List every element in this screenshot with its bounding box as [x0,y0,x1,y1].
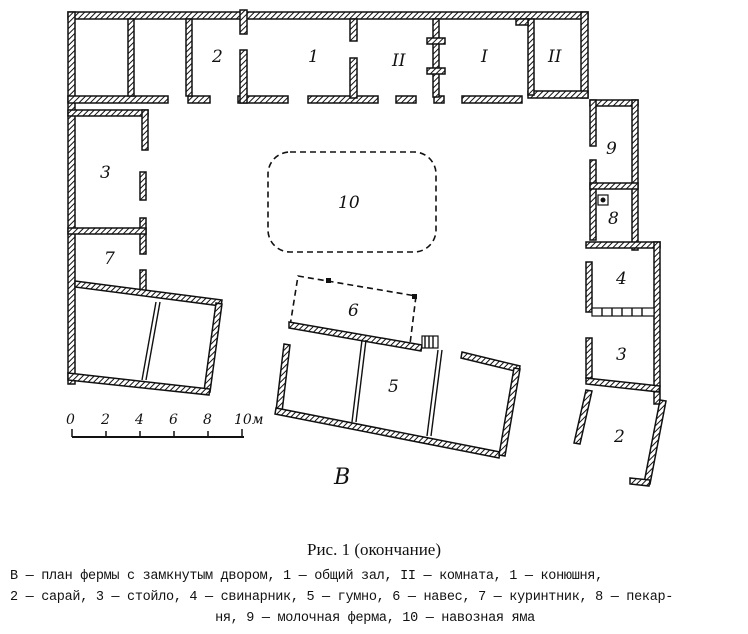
left-wing-inner-wall [139,171,147,201]
rw-wall [631,99,639,251]
inner-line [141,301,157,381]
left-wing-inner-wall [139,269,147,293]
figure-caption-title: Рис. 1 (окончание) [307,540,441,559]
farm-plan-diagram: 1 2 II I II 3 7 10 6 5 9 8 4 3 2 В 0 2 4… [66,9,667,490]
room-label-1: 1 [308,47,319,67]
top-right-wall [580,11,589,99]
scale-tick-8: 8 [203,412,212,428]
room-label-II: II [391,51,406,71]
partition [127,18,135,97]
partition [185,18,193,97]
rw-wall [585,241,661,249]
scale-bar: 0 2 4 6 8 10м [66,412,263,438]
top-bottom-wall-seg [67,95,169,104]
left-wing-top-wall [67,109,149,117]
top-bottom-wall-seg [187,95,211,104]
bb-wall [460,351,521,373]
plan-letter: В [333,465,350,490]
scale-tick-2: 2 [100,412,110,428]
shed [289,275,417,345]
caption-line-1: В — план фермы с замкнутым двором, 1 — о… [10,569,603,584]
bb-wall [274,407,501,459]
room-label-5: 5 [388,377,399,397]
partition [432,18,440,98]
rw-wall [585,261,593,313]
steps [421,335,439,349]
room-label-4: 4 [615,269,627,289]
room-label-3b: 3 [616,345,627,365]
scale-tick-4: 4 [134,412,144,428]
top-bottom-wall-seg [307,95,379,104]
slanted-wall [203,302,223,393]
slanted-wall [67,372,211,396]
bottom-building [274,321,521,459]
partition-cross [426,67,446,75]
top-building [67,9,589,385]
rw-wall [585,337,593,379]
rw-wall [585,377,661,393]
room-label-10: 10 [338,193,360,213]
room-label-6: 6 [348,301,359,321]
scale-tick-10m: 10м [234,412,263,428]
room-label-I: I [480,47,488,67]
caption-line-3: ня, 9 — молочная ферма, 10 — навозная ям… [215,611,535,626]
rw-wall [653,241,661,405]
left-wing-mid-wall [67,227,147,235]
pig-trough [591,307,655,317]
bb-wall [288,321,423,352]
rw-wall [643,399,667,485]
rw-wall [589,182,639,190]
partition-cross [426,37,446,45]
rw-wall [589,99,639,107]
room-label-2: 2 [211,47,223,67]
rw-wall [573,389,593,445]
bb-wall [498,367,521,457]
room-label-II-b: II [547,47,562,67]
partition [527,18,535,96]
caption-line-2: 2 — сарай, 3 — стойло, 4 — свинарник, 5 … [10,590,674,605]
top-bottom-wall-seg [237,95,289,104]
partition [239,49,248,104]
left-wing [67,109,223,396]
inner-line [145,301,161,381]
left-wing-inner-wall [141,109,149,151]
top-bottom-wall-seg [395,95,417,104]
right-wing [573,99,667,487]
top-outer-wall [67,11,589,20]
rw-wall [589,159,597,241]
figure-caption: В — план фермы с замкнутым двором, 1 — о… [10,566,740,629]
room-label-3: 3 [100,163,111,183]
room-label-8: 8 [608,209,619,229]
left-outer-wall [67,11,76,385]
scale-tick-6: 6 [169,412,178,428]
rw-wall [629,477,651,487]
scale-tick-0: 0 [66,412,75,428]
bb-wall [275,343,291,413]
slanted-wall [74,280,223,307]
partition [349,18,358,42]
room-label-9: 9 [606,139,617,159]
left-wing-inner-wall [139,217,147,255]
rw-wall [589,99,597,147]
shed-post [326,278,331,283]
top-bottom-wall-seg [461,95,523,104]
room-label-7: 7 [104,249,115,269]
manure-pit-outline [267,151,437,253]
partition [349,57,358,99]
top-bottom-wall-seg [527,90,589,99]
shed-post [412,294,417,299]
partition-stub [515,18,529,26]
room-label-2b: 2 [613,427,625,447]
partition [239,9,248,35]
